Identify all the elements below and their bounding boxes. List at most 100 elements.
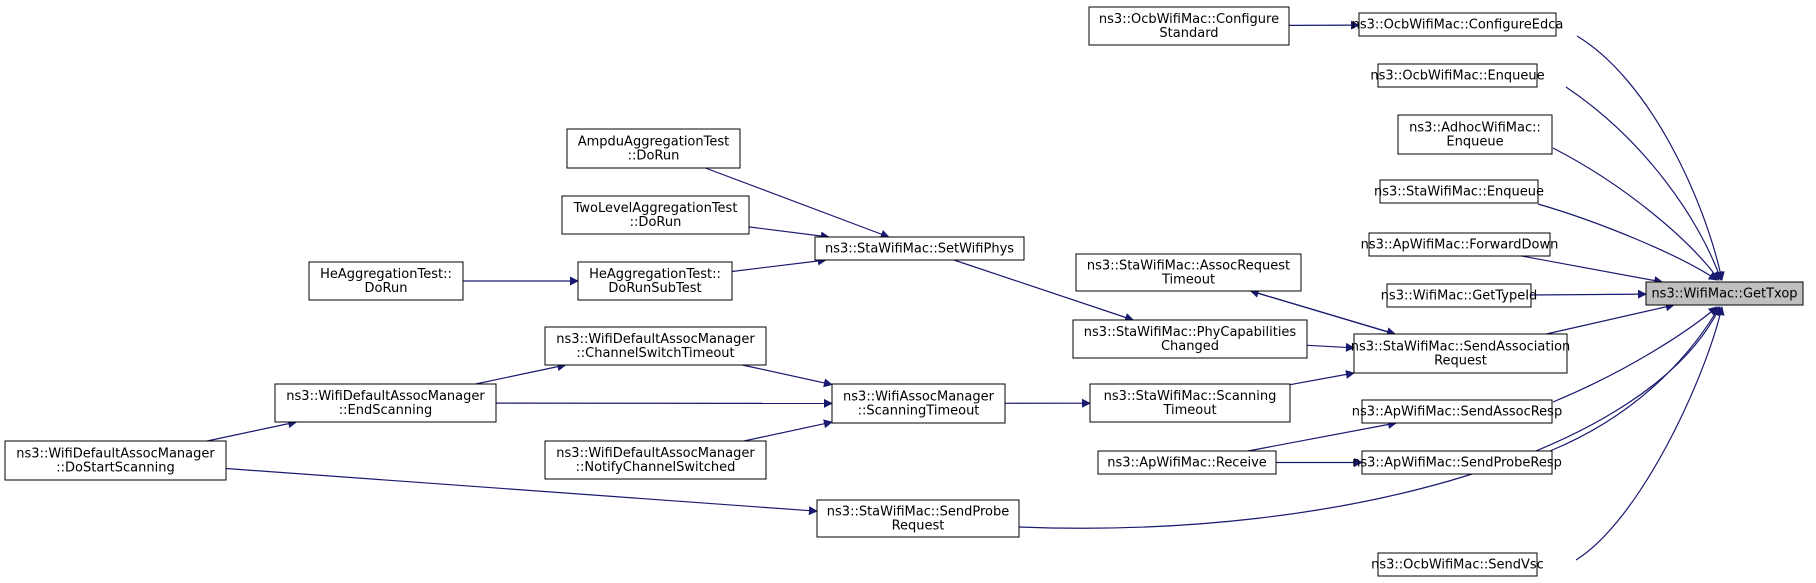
edge-ocb-sendvsc-to-gettxop — [1575, 306, 1725, 561]
node-box — [1397, 114, 1553, 155]
edge-sta-sendprobereq-to-gettxop — [1018, 306, 1721, 529]
edge-sta-scantimeout-to-sta-sendassoc — [1289, 370, 1355, 386]
edge-wdam-dostartscanning-to-sta-sendprobereq — [225, 467, 818, 516]
node-label-line: ns3::OcbWifiMac::Configure — [1099, 12, 1279, 27]
node-label-line: ns3::WifiDefaultAssocManager — [16, 447, 215, 462]
node-label-line: ::ChannelSwitchTimeout — [576, 346, 734, 361]
edge-arrow — [705, 167, 890, 239]
node-label-line: ns3::OcbWifiMac::Enqueue — [1370, 69, 1544, 84]
edge-ampdu-dorun-to-sta-setwifiphys — [705, 167, 890, 239]
edge-arrow — [225, 467, 818, 516]
node-adhoc-enqueue[interactable]: ns3::AdhocWifiMac::Enqueue — [1397, 114, 1553, 155]
node-label-line: ns3::WifiDefaultAssocManager — [556, 332, 755, 347]
edge-arrow — [742, 364, 833, 388]
node-label-line: ::NotifyChannelSwitched — [576, 460, 736, 475]
node-box — [816, 499, 1020, 538]
edge-he-dorunsub-to-sta-setwifiphys — [731, 256, 827, 273]
edge-arrow — [1552, 147, 1720, 281]
node-box — [1377, 63, 1538, 88]
edge-ap-sendassocresp-to-gettxop — [1552, 306, 1718, 403]
node-twolevel-dorun[interactable]: TwoLevelAggregationTest::DoRun — [561, 195, 750, 235]
node-ap-forwarddown[interactable]: ns3::ApWifiMac::ForwardDown — [1361, 232, 1559, 257]
node-box — [1088, 6, 1290, 46]
node-label-line: ns3::StaWifiMac::SetWifiPhys — [825, 242, 1014, 257]
node-box — [1361, 399, 1553, 424]
edge-arrow — [1565, 86, 1723, 281]
nodes-layer: ns3::WifiMac::GetTxop ns3::OcbWifiMac::Co… — [4, 6, 1804, 577]
node-box — [544, 440, 767, 480]
edge-adhoc-enqueue-to-gettxop — [1552, 147, 1720, 281]
node-gettxop[interactable]: ns3::WifiMac::GetTxop — [1645, 281, 1804, 306]
edge-arrow — [953, 259, 1135, 322]
edge-sta-assocreqtimeout-to-sta-sendassoc — [1250, 290, 1396, 337]
edge-arrow — [206, 419, 298, 442]
edge-wdam-dostartscanning-to-wdam-endscanning — [206, 419, 298, 442]
node-label-line: ns3::WifiDefaultAssocManager — [286, 389, 485, 404]
edge-wdam-chswitchtimeout-to-wam-scantimeout — [742, 364, 833, 388]
node-box — [1368, 232, 1551, 257]
node-ampdu-dorun[interactable]: AmpduAggregationTest::DoRun — [566, 128, 741, 169]
node-sta-scantimeout[interactable]: ns3::StaWifiMac::ScanningTimeout — [1089, 383, 1291, 423]
node-label-line: ns3::OcbWifiMac::ConfigureEdca — [1352, 18, 1564, 33]
edge-ap-sendproberesp-to-gettxop — [1549, 306, 1720, 452]
node-box — [1645, 281, 1804, 306]
node-ap-receive[interactable]: ns3::ApWifiMac::Receive — [1097, 450, 1277, 475]
node-ap-sendproberesp[interactable]: ns3::ApWifiMac::SendProbeResp — [1352, 450, 1562, 475]
node-label-line: ns3::AdhocWifiMac:: — [1409, 121, 1541, 136]
node-wdam-endscanning[interactable]: ns3::WifiDefaultAssocManager::EndScannin… — [274, 383, 497, 423]
edge-sta-sendassoc-to-gettxop — [1546, 302, 1675, 335]
edge-ocb-confedca-to-gettxop — [1576, 35, 1725, 281]
node-label-line: ::ScanningTimeout — [858, 404, 980, 419]
node-wdam-notifych[interactable]: ns3::WifiDefaultAssocManager::NotifyChan… — [544, 440, 767, 480]
node-ap-sendassocresp[interactable]: ns3::ApWifiMac::SendAssocResp — [1352, 399, 1562, 424]
node-ocb-sendvsc[interactable]: ns3::OcbWifiMac::SendVsc — [1371, 552, 1544, 577]
node-label-line: HeAggregationTest:: — [589, 267, 721, 282]
node-sta-setwifiphys[interactable]: ns3::StaWifiMac::SetWifiPhys — [814, 236, 1025, 261]
edge-sta-enqueue-to-gettxop — [1537, 203, 1718, 281]
node-label-line: ns3::ApWifiMac::SendProbeResp — [1352, 456, 1562, 471]
node-sta-enqueue[interactable]: ns3::StaWifiMac::Enqueue — [1374, 179, 1544, 204]
node-wdam-dostartscanning[interactable]: ns3::WifiDefaultAssocManager::DoStartSca… — [4, 440, 227, 481]
node-label-line: DoRun — [365, 281, 408, 296]
node-label-line: ns3::StaWifiMac::SendProbe — [827, 505, 1009, 520]
node-label-line: ns3::StaWifiMac::Scanning — [1104, 389, 1277, 404]
node-box — [308, 261, 464, 301]
node-box — [1089, 383, 1291, 423]
node-label-line: ns3::StaWifiMac::SendAssociation — [1351, 340, 1571, 355]
node-wam-scantimeout[interactable]: ns3::WifiAssocManager::ScanningTimeout — [831, 383, 1006, 424]
node-he-dorunsub[interactable]: HeAggregationTest::DoRunSubTest — [577, 261, 733, 301]
node-box — [1379, 179, 1539, 204]
node-ocb-enqueue[interactable]: ns3::OcbWifiMac::Enqueue — [1370, 63, 1545, 88]
edge-arrow — [743, 419, 833, 442]
edge-arrow — [1247, 420, 1397, 452]
node-label-line: DoRunSubTest — [608, 281, 701, 296]
node-label-line: ns3::ApWifiMac::ForwardDown — [1361, 238, 1559, 253]
edge-arrow — [1018, 306, 1721, 529]
node-ocb-confedca[interactable]: ns3::OcbWifiMac::ConfigureEdca — [1352, 12, 1564, 37]
edge-arrow — [1576, 35, 1725, 281]
node-label-line: ns3::WifiMac::GetTypeId — [1381, 289, 1538, 304]
node-box — [1353, 333, 1568, 374]
node-label-line: ns3::StaWifiMac::Enqueue — [1374, 185, 1544, 200]
node-label-line: Timeout — [1161, 273, 1215, 288]
edge-arrow — [1552, 306, 1718, 403]
node-label-line: ns3::OcbWifiMac::SendVsc — [1371, 558, 1544, 573]
edge-arrow — [748, 226, 830, 241]
edge-sta-setwifiphys-to-sta-phycap — [953, 259, 1135, 322]
node-label-line: TwoLevelAggregationTest — [573, 201, 738, 216]
node-box — [1072, 319, 1308, 359]
node-he-dorun[interactable]: HeAggregationTest::DoRun — [308, 261, 464, 301]
edge-twolevel-dorun-to-sta-setwifiphys — [748, 226, 830, 241]
node-wifimac-gettypeid[interactable]: ns3::WifiMac::GetTypeId — [1381, 283, 1538, 308]
node-box — [1097, 450, 1277, 475]
edge-arrow — [475, 362, 567, 385]
node-box — [561, 195, 750, 235]
node-label-line: ns3::WifiAssocManager — [843, 390, 995, 405]
node-label-line: Request — [1434, 354, 1487, 369]
node-wdam-chswitchtimeout[interactable]: ns3::WifiDefaultAssocManager::ChannelSwi… — [544, 326, 767, 366]
